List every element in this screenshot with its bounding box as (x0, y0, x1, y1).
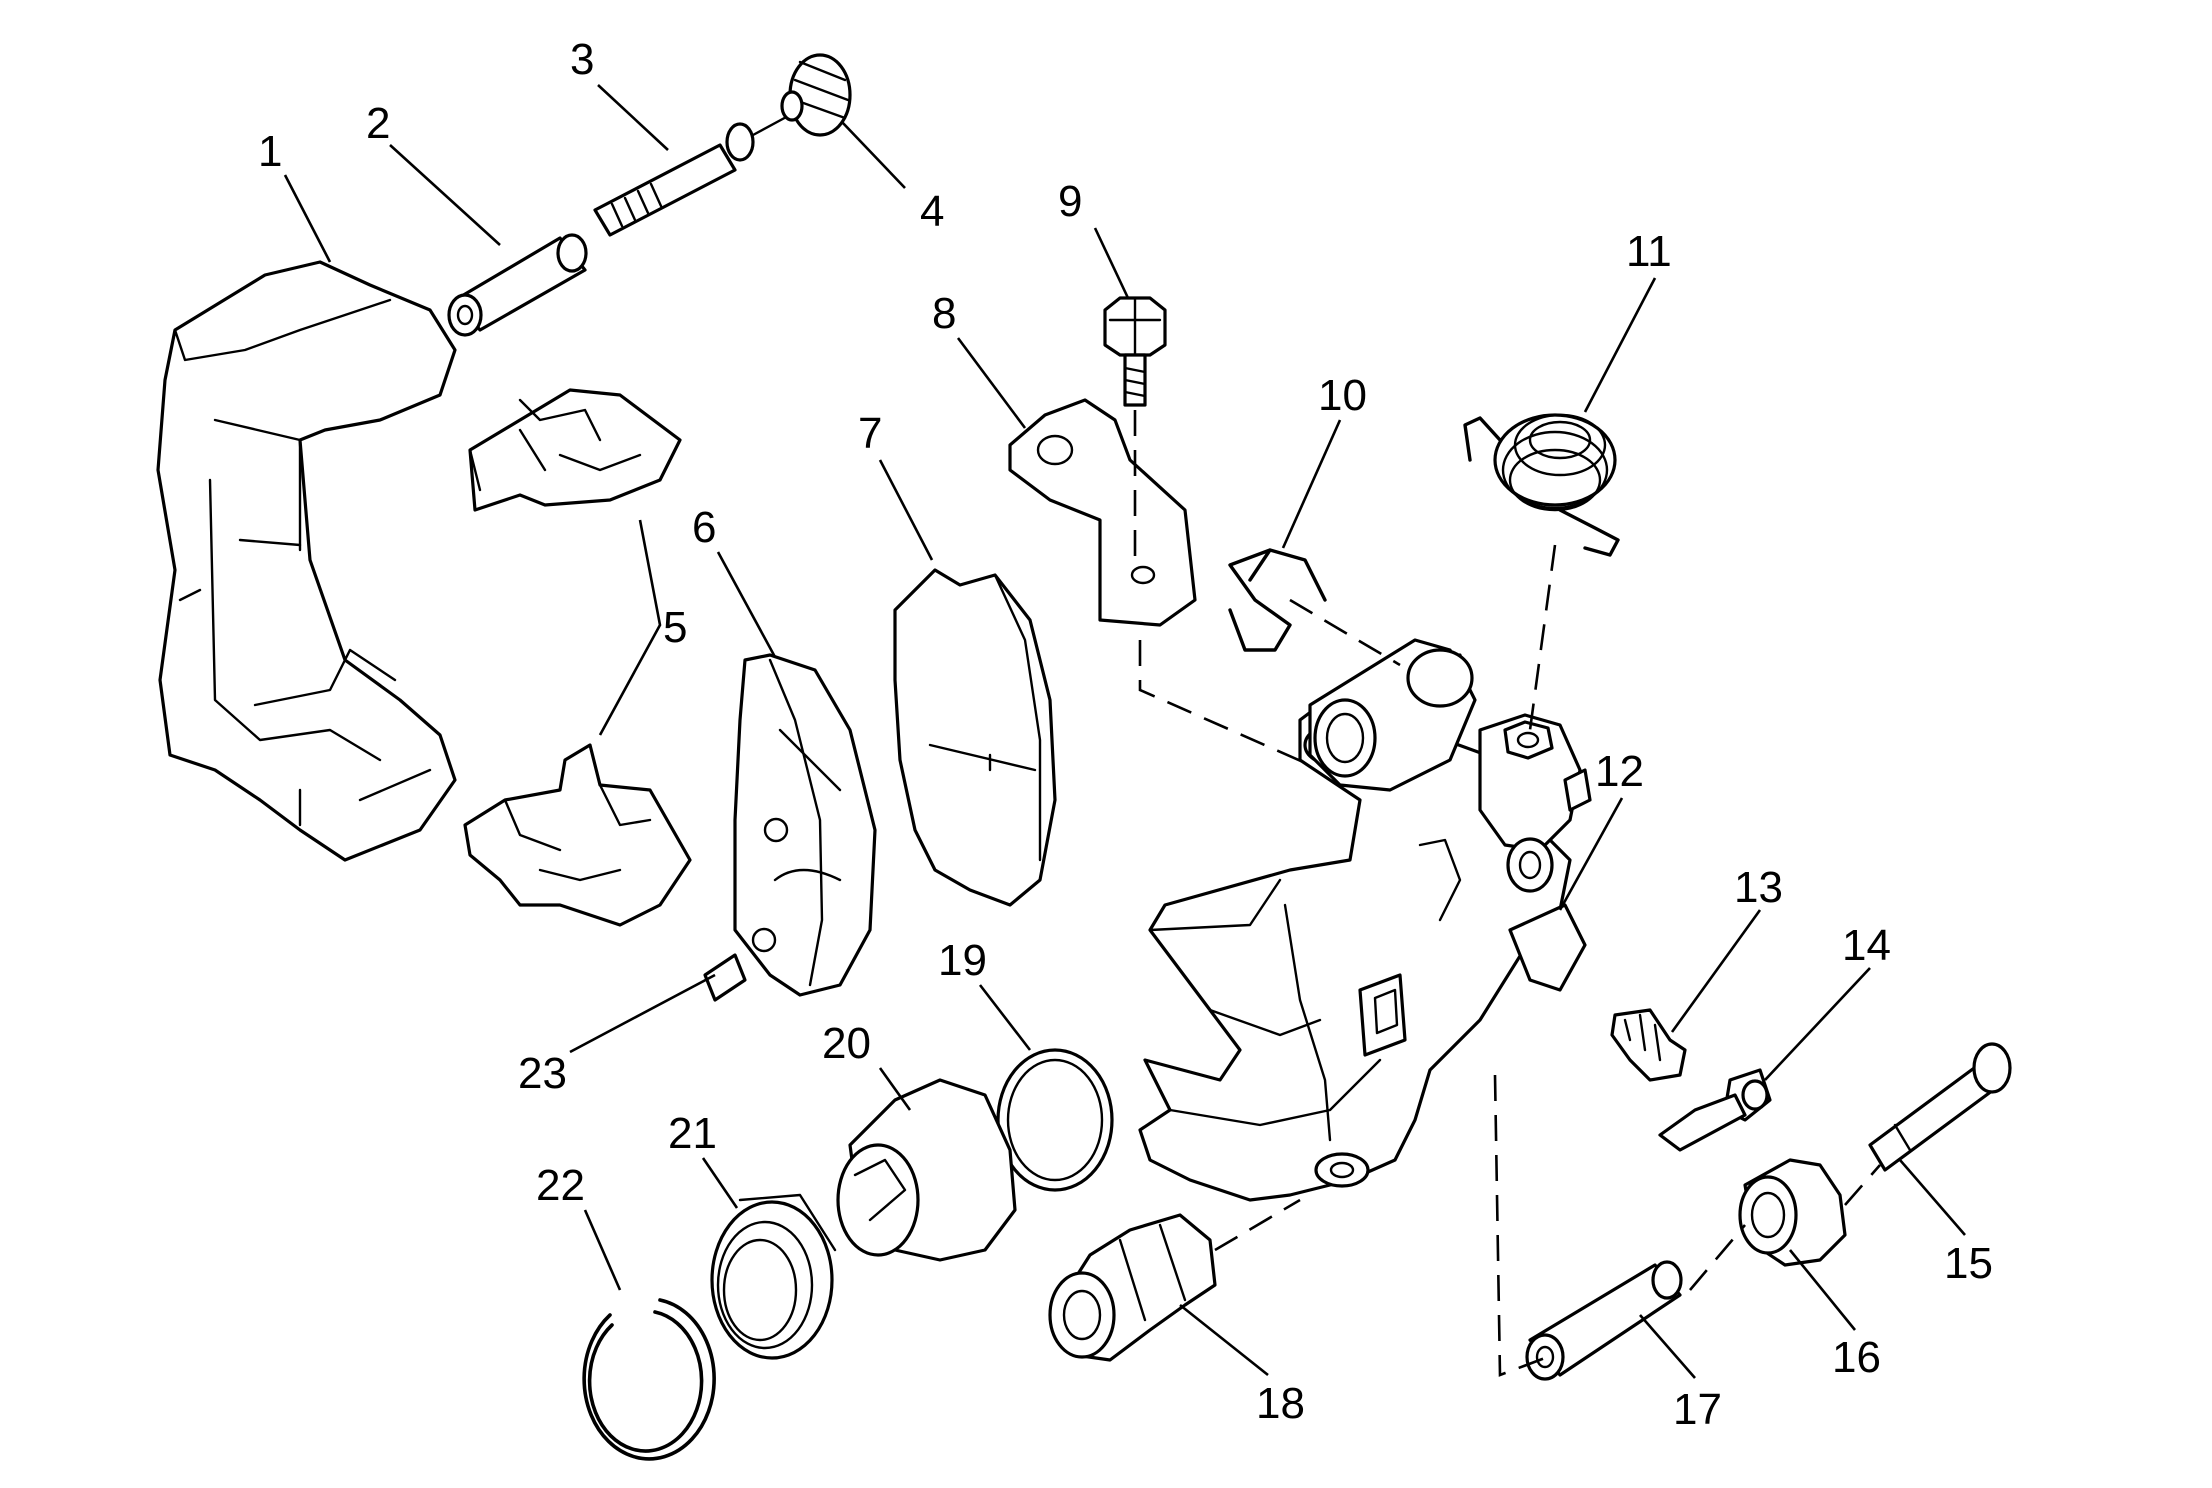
part-snap-ring (582, 1298, 716, 1461)
leader-12 (1558, 797, 1624, 911)
callout-11: 11 (1626, 227, 1672, 276)
callout-1: 1 (258, 127, 282, 176)
leader-23 (569, 973, 716, 1054)
leader-7 (878, 459, 934, 561)
part-lower-boot (1738, 1158, 1847, 1267)
part-piston (836, 1078, 1017, 1262)
callout-6: 6 (692, 503, 716, 552)
leader-22 (583, 1209, 622, 1291)
leader-14 (1764, 967, 1871, 1081)
part-retaining-clip (1228, 548, 1327, 652)
leader-4 (841, 121, 906, 189)
callout-4: 4 (920, 187, 944, 236)
callout-8: 8 (932, 289, 956, 338)
leader-1 (283, 174, 332, 263)
leader-2 (389, 144, 501, 246)
leader-10 (1281, 419, 1342, 549)
callout-18: 18 (1256, 1379, 1305, 1428)
part-lower-guide-bolt (1868, 1042, 2012, 1172)
callout-9: 9 (1058, 177, 1082, 226)
leader-5 (598, 519, 662, 736)
part-dust-boot (710, 1193, 837, 1360)
alignment-lines (1133, 410, 1881, 1377)
part-bleeder-cap (1658, 1068, 1772, 1152)
leader-3 (597, 84, 669, 151)
callout-17: 17 (1673, 1385, 1722, 1434)
callout-23: 23 (518, 1049, 567, 1098)
part-bleeder-bracket (1508, 903, 1587, 992)
callout-5: 5 (663, 603, 687, 652)
callout-21: 21 (668, 1109, 717, 1158)
leader-8 (956, 337, 1027, 429)
part-pin-sleeve (447, 233, 588, 337)
part-lower-sleeve (1525, 1260, 1683, 1381)
callout-12: 12 (1595, 747, 1644, 796)
callout-16: 16 (1832, 1333, 1881, 1382)
callout-14: 14 (1842, 921, 1891, 970)
callout-19: 19 (938, 936, 987, 985)
callout-labels: 1 2 3 4 5 6 7 8 9 10 11 12 13 14 15 16 1… (258, 35, 1993, 1434)
callout-15: 15 (1944, 1239, 1993, 1288)
part-piston-seal (996, 1048, 1114, 1192)
part-lever-bracket (1008, 398, 1197, 627)
leader-6 (716, 551, 777, 658)
part-guide-bolt (593, 113, 792, 237)
leader-15 (1899, 1159, 1966, 1236)
part-bleeder-screw (1610, 1008, 1687, 1082)
leader-18 (1179, 1303, 1269, 1377)
leader-19 (978, 984, 1032, 1051)
leader-17 (1639, 1314, 1696, 1379)
callout-7: 7 (858, 409, 882, 458)
leader-lines (283, 84, 1966, 1379)
callout-10: 10 (1318, 371, 1367, 420)
callout-22: 22 (536, 1161, 585, 1210)
caliper-guide-boss (1308, 638, 1477, 792)
part-boot-18 (1048, 1213, 1217, 1362)
leader-13 (1670, 909, 1762, 1033)
part-pad-retainer-clips (463, 388, 692, 927)
leader-21 (701, 1157, 739, 1209)
leader-16 (1788, 1249, 1857, 1331)
part-bolt (1103, 296, 1167, 407)
part-caliper-bracket (156, 260, 457, 862)
leader-9 (1093, 227, 1130, 299)
part-return-spring (1463, 413, 1620, 557)
callout-13: 13 (1734, 863, 1783, 912)
caliper-actuator-boss (1478, 713, 1592, 893)
callout-2: 2 (366, 99, 390, 148)
callout-20: 20 (822, 1019, 871, 1068)
part-inner-brake-pad (703, 653, 877, 1002)
leader-20 (878, 1067, 912, 1111)
part-outer-brake-pad (893, 568, 1057, 907)
callout-3: 3 (570, 35, 594, 84)
part-bolt-boot (780, 53, 852, 137)
leader-11 (1583, 277, 1657, 413)
